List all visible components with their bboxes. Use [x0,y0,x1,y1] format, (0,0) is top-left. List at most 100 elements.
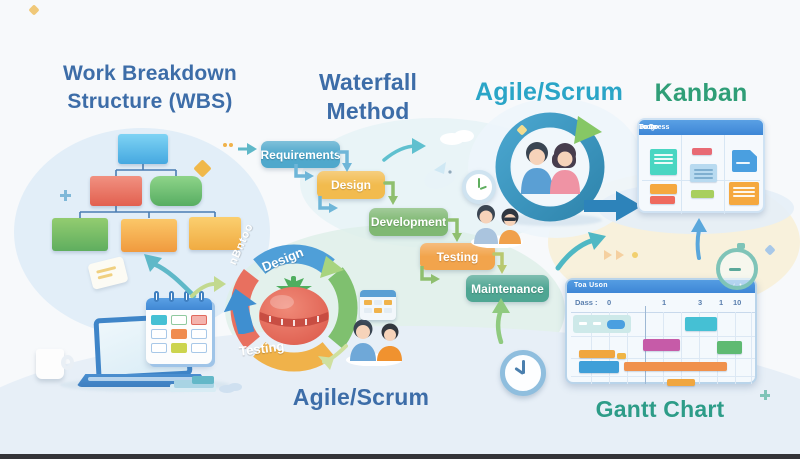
mini-calendar-header [360,290,396,297]
stopwatch-hand [729,268,741,271]
wbs-box-level2-green [150,176,202,206]
team-pair-icon [346,319,402,366]
mini-calendar-cell [384,300,392,305]
wbs-title-line1: Work Breakdown [63,62,237,85]
gantt-tick: 1 [662,298,667,307]
gantt-chart-title: Gantt Chart [595,396,725,422]
mini-calendar-cell [364,300,372,305]
gantt-tick: 3 [698,298,703,307]
mini-calendar-cell [384,308,392,313]
gantt-axis-label: Dass : [575,298,598,307]
waterfall-stage-requirements: Requirements [260,141,341,168]
calendar-ring [184,291,189,302]
card-line [733,187,755,189]
kanban-column-progress: Progress [639,124,670,131]
gantt-bar [667,379,695,386]
kanban-card [692,148,712,155]
dashed-orange-arrow [223,143,233,147]
cycle-exit-arrow [318,344,348,370]
chevron-right [604,250,612,260]
paper-sheet [170,384,216,392]
clock-icon [462,170,496,204]
calendar-cell [171,315,187,325]
kanban-title: Kanban [654,79,748,107]
card-line [654,162,673,164]
kanban-card [729,182,759,205]
waterfall-title-line1: Waterfall [318,69,418,95]
waterfall-stage-design: Design [317,171,385,199]
gantt-bar [579,361,619,373]
gantt-gridline [571,336,755,337]
card-line [654,158,673,160]
mini-calendar-cell [374,308,382,313]
scrum-cycle-icon [495,112,605,222]
papers-icon [170,376,218,392]
gantt-row-dash [593,322,601,325]
stopwatch-button [737,243,745,249]
gantt-bar [643,339,680,351]
gantt-gridline [591,312,592,384]
gantt-bars [567,280,755,386]
gantt-task-pill [607,320,625,329]
to-kanban-curved-arrow [555,232,606,271]
kanban-cards [639,120,763,211]
calendar-icon [146,291,212,364]
paper-sheet [174,380,214,388]
kanban-card [691,190,714,198]
clock-icon [500,350,546,396]
gantt-titlebar [567,280,755,293]
scrum-to-kanban-arrow [584,191,642,221]
note-line [97,273,113,280]
calendar-cell [171,329,187,339]
calendar-cell [151,343,167,353]
wbs-title: Work Breakdown Structure (WBS) [48,60,252,116]
calendar-cell [151,329,167,339]
bird-doodle [424,162,456,189]
wbs-title-line2: Structure (WBS) [67,90,233,113]
bottom-bar [0,454,800,459]
gantt-row-dash [579,322,587,325]
card-line [694,169,713,171]
gantt-bar [717,341,742,354]
wbs-tree-connectors [79,164,216,218]
gantt-tick: 1 [719,298,724,307]
agile-scrum-top-title: Agile/Scrum [474,78,624,106]
gantt-gridline [609,312,610,384]
kanban-column-done: Done [639,124,657,131]
wbs-box-level3-green [52,218,108,251]
green-right-arrow [190,276,226,298]
card-line [733,191,755,193]
mini-calendar-cell [364,308,372,313]
document-line [736,162,750,164]
cycle-up-arrow [223,288,257,334]
kanban-header: To Do Progress Done [639,120,763,135]
gantt-bar [685,317,717,331]
waterfall-stage-maintenance: Maintenance [466,275,549,302]
stopwatch-icon [716,243,758,290]
gantt-gridline [751,312,752,384]
calendar-cell [191,315,207,325]
waterfall-arrow-3b [420,266,440,284]
gantt-gridline [681,312,682,384]
gantt-gridline [571,358,755,359]
waterfall-title-line2: Method [326,98,410,124]
kanban-card [690,164,717,182]
waterfall-title: Waterfall Method [300,68,436,126]
calendar-ring [199,291,204,302]
waterfall-arrow-2b [318,196,338,213]
agile-scrum-bottom-title: Agile/Scrum [292,384,430,410]
coffee-mug-icon [36,349,74,379]
kanban-board: To Do Progress Done [637,118,765,214]
laptop-keyboard [88,377,198,381]
kanban-card [650,196,675,204]
card-line [694,173,713,175]
plus-sparkle [760,390,770,400]
waterfall-stage-development: Development [369,208,448,236]
sparkle [28,4,40,16]
team-pair-icon [471,205,523,248]
waterfall-arrow-3 [447,218,462,242]
mid-curved-arrow [382,138,426,162]
gantt-window: Toa Uson ‹ • › Dass : 0 1 3 1 10 [565,278,757,386]
gantt-bar [617,353,626,359]
